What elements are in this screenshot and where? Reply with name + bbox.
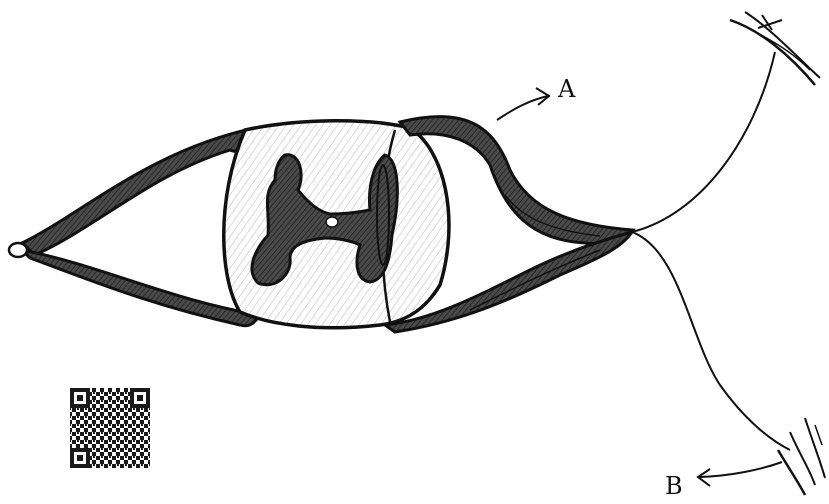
central-canal	[326, 217, 338, 227]
label-a: A	[557, 75, 576, 103]
nerve-fibers	[632, 52, 790, 450]
lower-cut-end	[778, 418, 825, 495]
upper-cut-end	[730, 12, 820, 85]
qr-code	[70, 388, 150, 468]
label-b: B	[665, 472, 683, 500]
arrow-a	[497, 88, 549, 120]
arrow-b	[698, 462, 782, 486]
